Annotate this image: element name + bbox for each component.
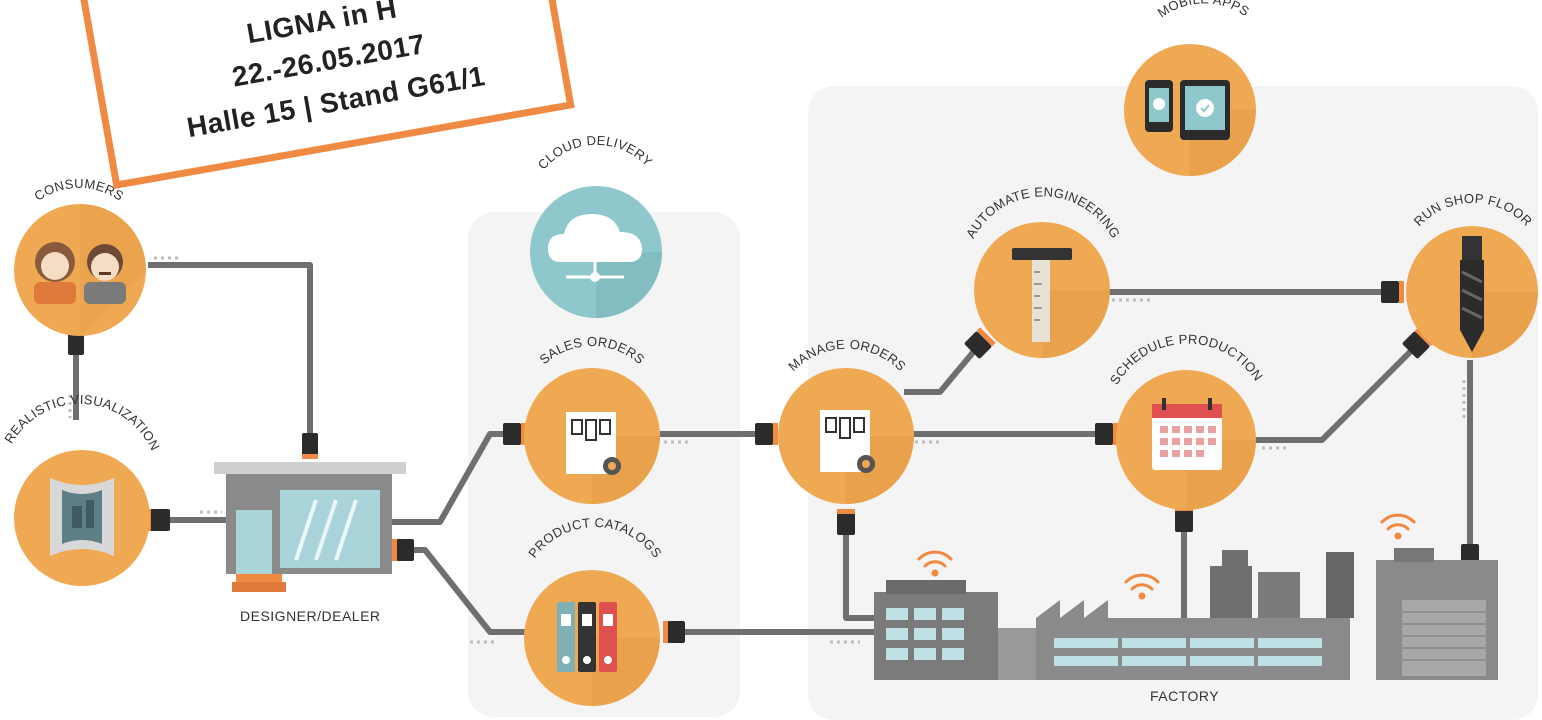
node-consumers[interactable] xyxy=(14,204,146,336)
calendar-icon xyxy=(1152,398,1222,470)
label-factory: FACTORY xyxy=(1150,688,1220,704)
plug-automate xyxy=(964,327,996,359)
factory-building-icon xyxy=(874,548,1498,680)
order-document-icon xyxy=(820,410,875,473)
node-mobile-apps[interactable] xyxy=(1124,44,1256,176)
plug-runshop-left xyxy=(1381,281,1404,303)
svg-text:SALES ORDERS: SALES ORDERS xyxy=(537,334,648,367)
node-cloud-delivery[interactable] xyxy=(530,186,662,318)
node-run-shop-floor[interactable] xyxy=(1406,226,1538,358)
node-product-catalogs[interactable] xyxy=(524,570,660,706)
node-automate-engineering[interactable] xyxy=(974,222,1110,358)
plug-sales-left xyxy=(503,423,526,445)
binders-icon xyxy=(557,602,617,672)
dealer-building-icon xyxy=(214,462,406,592)
cloud-icon xyxy=(548,214,642,282)
node-schedule-production[interactable] xyxy=(1116,370,1256,510)
visualization-icon xyxy=(50,478,114,556)
label-mobile-apps: MOBILE APPS xyxy=(1155,0,1252,20)
node-manage-orders[interactable] xyxy=(778,368,914,504)
label-sales-orders: SALES ORDERS xyxy=(537,334,648,367)
svg-text:REALISTIC VISUALIZATION: REALISTIC VISUALIZATION xyxy=(1,392,163,453)
line-manage-automate xyxy=(904,342,983,395)
wifi-icon xyxy=(1380,513,1416,540)
plug-schedule-left xyxy=(1095,423,1118,445)
line-dealer-sales xyxy=(392,431,520,525)
plug-manage-left xyxy=(755,423,778,445)
consumers-icon xyxy=(34,242,126,304)
line-schedule-runshop xyxy=(1254,347,1415,443)
plug-consumers-dealer xyxy=(302,433,318,459)
t-square-icon xyxy=(1012,248,1072,342)
label-run-shop-floor: RUN SHOP FLOOR xyxy=(1411,191,1535,229)
plug-dealer xyxy=(392,539,414,561)
node-realistic-visualization[interactable] xyxy=(14,450,150,586)
plug-manage-bottom xyxy=(837,509,855,535)
label-product-catalogs: PRODUCT CATALOGS xyxy=(525,515,664,561)
line-manage-factory xyxy=(843,520,880,621)
label-cloud-delivery: CLOUD DELIVERY xyxy=(535,133,656,173)
wifi-icon xyxy=(917,550,953,577)
wifi-icon xyxy=(1124,573,1160,600)
order-document-icon xyxy=(566,412,621,475)
plug-catalogs xyxy=(663,621,685,643)
mobile-devices-icon xyxy=(1145,80,1230,140)
node-sales-orders[interactable] xyxy=(524,368,660,504)
drill-bit-icon xyxy=(1460,236,1484,352)
label-designer-dealer: DESIGNER/DEALER xyxy=(240,608,381,624)
line-dealer-catalogs xyxy=(392,547,525,635)
dash-accents xyxy=(68,256,1466,644)
svg-text:RUN SHOP FLOOR: RUN SHOP FLOOR xyxy=(1411,191,1536,229)
line-consumers-dealer xyxy=(148,262,313,440)
svg-text:PRODUCT CATALOGS: PRODUCT CATALOGS xyxy=(525,515,665,561)
label-realistic-visualization: REALISTIC VISUALIZATION xyxy=(1,392,162,453)
svg-text:CLOUD DELIVERY: CLOUD DELIVERY xyxy=(535,133,656,173)
svg-text:MOBILE APPS: MOBILE APPS xyxy=(1155,0,1252,20)
